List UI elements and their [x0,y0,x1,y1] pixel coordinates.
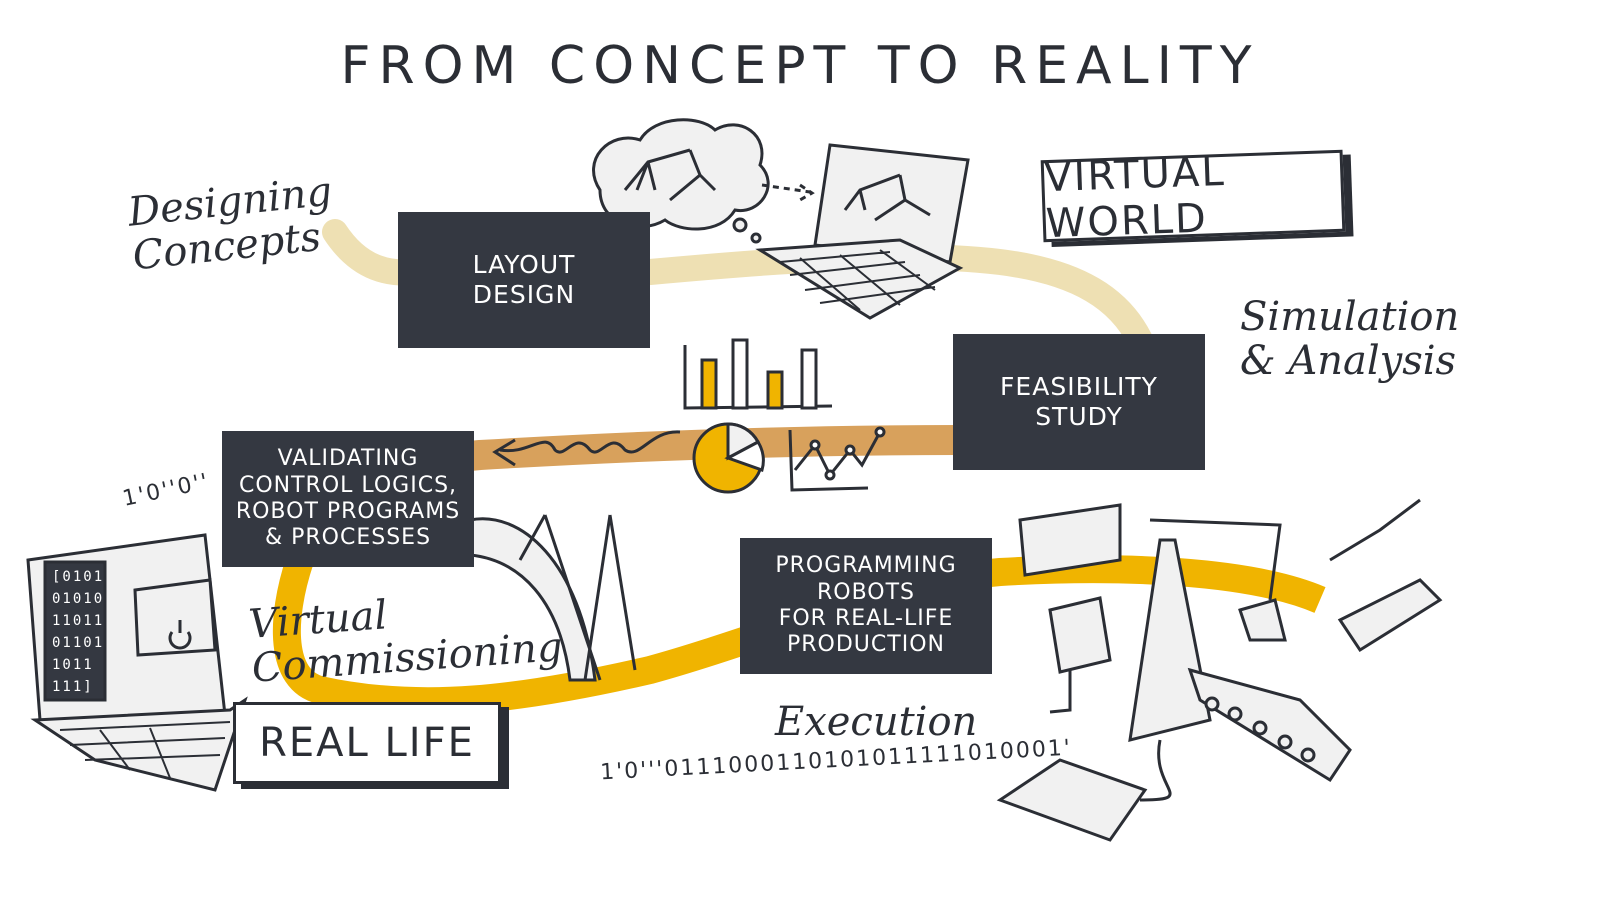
arrow-icon [761,183,815,202]
squiggle-arrow-icon [492,430,681,467]
line-chart-icon [788,426,886,492]
screen-code: [0101 01010 11011 01101 1011 111] [52,569,105,695]
box-validating: VALIDATING CONTROL LOGICS, ROBOT PROGRAM… [222,431,474,567]
frame-real-life: REAL LIFE [233,702,501,784]
robot-production-line-icon [996,498,1443,842]
yellow-path [272,555,1326,716]
bar-chart-icon [683,338,833,410]
box-feasibility-study: FEASIBILITY STUDY [953,334,1205,470]
frame-virtual-world: VIRTUAL WORLD [1040,149,1346,247]
bridge-structure-icon [468,514,637,682]
page-title: FROM CONCEPT TO REALITY [340,36,1260,96]
laptop-code-icon [26,533,248,792]
thought-cloud-icon [592,118,770,244]
laptop-icon [755,143,970,320]
box-layout-design: LAYOUT DESIGN [398,212,650,348]
label-execution: Execution [775,699,978,745]
label-simulation-analysis: Simulation & Analysis [1240,294,1460,384]
pie-chart-icon [692,422,765,494]
box-programming-robots: PROGRAMMING ROBOTS FOR REAL-LIFE PRODUCT… [740,538,992,674]
